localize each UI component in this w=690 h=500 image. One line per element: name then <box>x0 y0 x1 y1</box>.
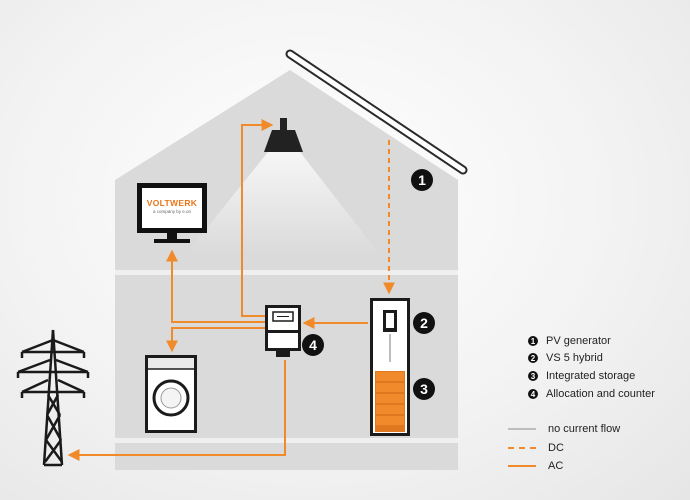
integrated-storage-battery <box>375 371 405 432</box>
marker-integrated-storage: 3 <box>413 378 435 400</box>
legend-line-label: no current flow <box>548 423 621 435</box>
voltwerk-logo: VOLTWERK a company by e.on <box>143 198 201 214</box>
logo-brand: VOLTWERK <box>146 198 198 208</box>
legend-number-badge: 4 <box>528 389 538 399</box>
legend-line-label: AC <box>548 460 564 472</box>
legend-number-badge: 1 <box>528 336 538 346</box>
dc-line-sample <box>508 447 536 449</box>
marker-pv-generator: 1 <box>411 169 433 191</box>
ac-flow-meter-to-tv <box>166 249 265 323</box>
legend-line-label: DC <box>548 442 564 454</box>
legend-line-dc: DC <box>508 442 564 454</box>
legend-label: Integrated storage <box>546 370 636 382</box>
ac-flow-meter-to-grid <box>67 360 286 461</box>
floor-divider-upper <box>115 270 458 275</box>
legend-line-ac: AC <box>508 460 563 472</box>
power-pylon <box>16 329 90 467</box>
logo-tagline: a company by e.on <box>152 209 192 214</box>
marker-allocation-counter: 4 <box>302 334 324 356</box>
washing-machine <box>145 355 197 433</box>
legend-item-integrated-storage: 3 Integrated storage <box>528 370 635 382</box>
ceiling-lamp <box>264 118 303 152</box>
marker-vs5-hybrid: 2 <box>413 312 435 334</box>
ac-flows <box>67 119 368 461</box>
no-current-line-sample <box>508 428 536 430</box>
ac-line-sample <box>508 465 536 467</box>
legend-label: PV generator <box>546 335 611 347</box>
pv-generator-panel <box>285 49 468 175</box>
legend-item-allocation-counter: 4 Allocation and counter <box>528 388 655 400</box>
tv-monitor <box>137 183 207 243</box>
legend-line-no-current: no current flow <box>508 423 620 435</box>
allocation-meter <box>265 305 301 357</box>
legend-label: VS 5 hybrid <box>546 352 603 364</box>
legend-number-badge: 2 <box>528 353 538 363</box>
legend-label: Allocation and counter <box>546 388 655 400</box>
legend-number-badge: 3 <box>528 371 538 381</box>
lamp-light-beam <box>185 152 380 255</box>
legend-item-pv-generator: 1 PV generator <box>528 335 611 347</box>
ac-flow-meter-to-washer <box>166 327 265 353</box>
legend-item-vs5-hybrid: 2 VS 5 hybrid <box>528 352 603 364</box>
ac-flow-meter-to-lamp <box>241 119 274 317</box>
floor-divider-lower <box>115 438 458 443</box>
